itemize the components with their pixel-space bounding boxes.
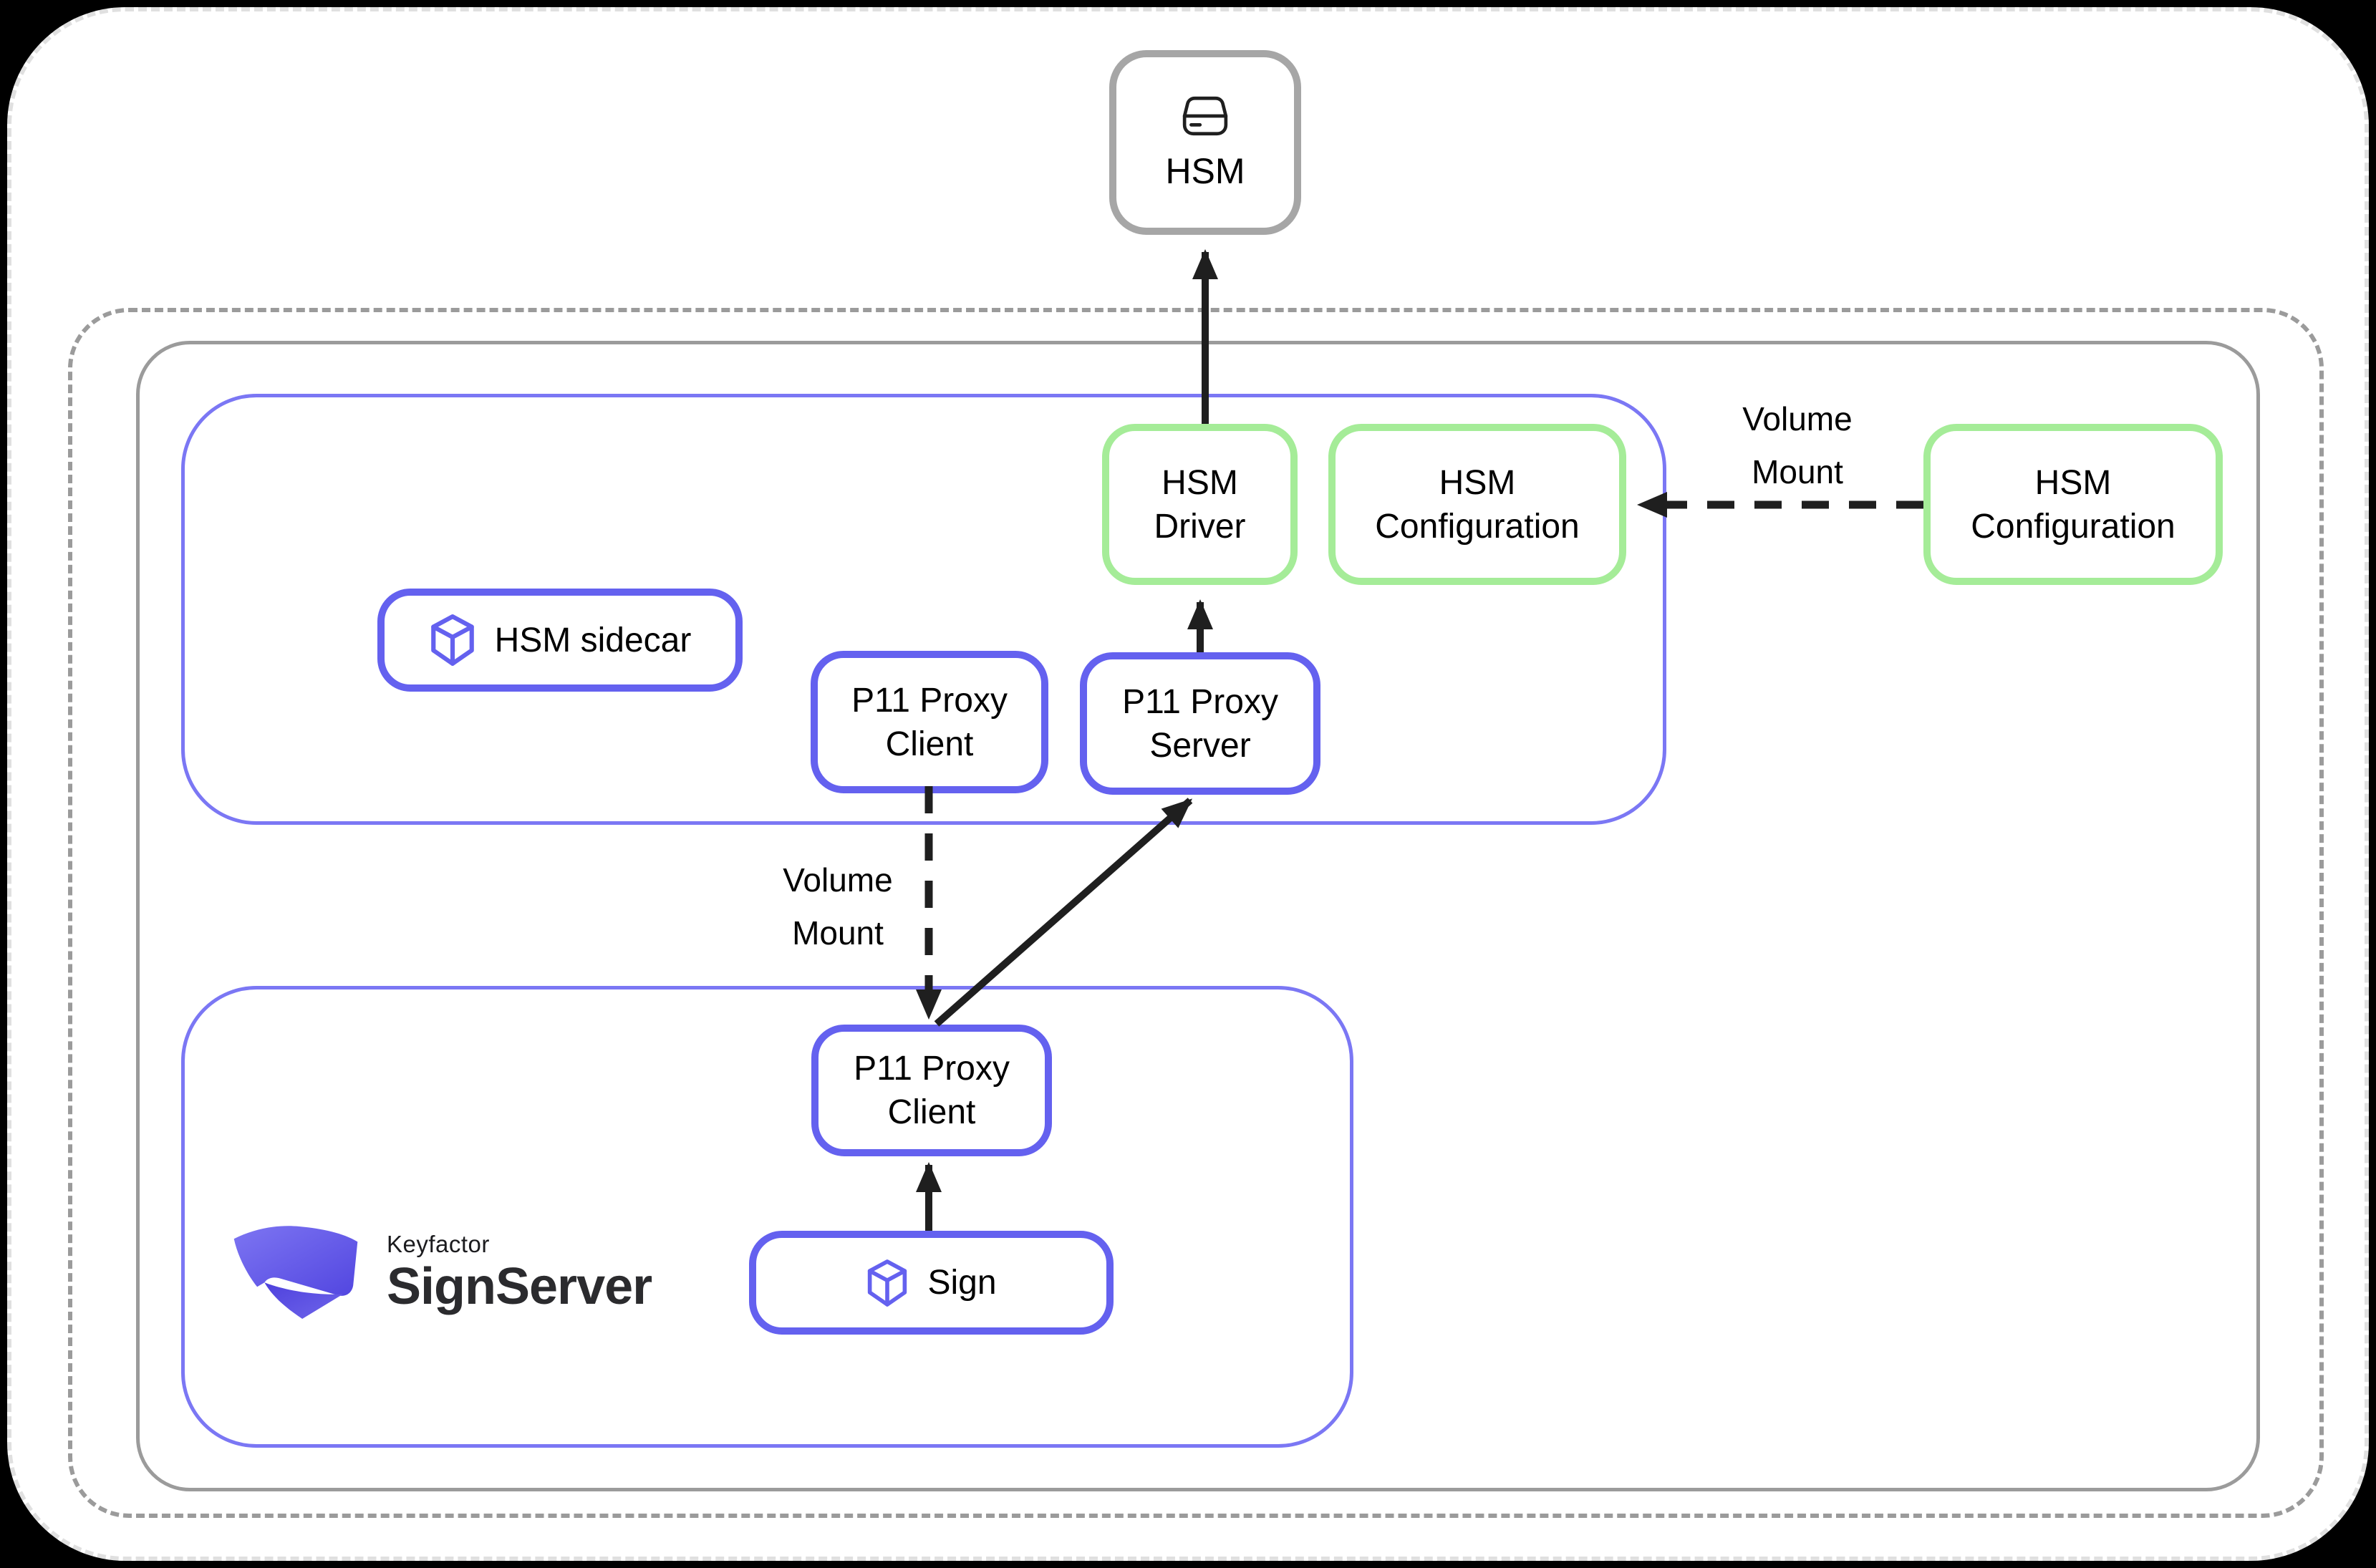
- hsm-config-internal-line2: Configuration: [1375, 507, 1580, 546]
- p11-proxy-client-bottom-line1: P11 Proxy: [854, 1050, 1010, 1088]
- sign-node-label: Sign: [927, 1264, 997, 1302]
- p11-proxy-server-node: P11 Proxy Server: [1080, 652, 1320, 795]
- hsm-sidecar-pod-container: [181, 394, 1666, 825]
- hsm-sidecar-label: HSM sidecar: [494, 621, 692, 659]
- hsm-node: HSM: [1109, 50, 1301, 235]
- logo-product: SignServer: [387, 1258, 652, 1315]
- logo-text: Keyfactor SignServer: [387, 1226, 652, 1315]
- p11-proxy-client-top-line1: P11 Proxy: [851, 681, 1008, 720]
- p11-proxy-client-top-node: P11 Proxy Client: [811, 651, 1048, 793]
- host-boundary-dashed: [68, 308, 2324, 1518]
- sign-node: Sign: [749, 1231, 1114, 1335]
- hard-drive-icon: [1177, 92, 1233, 140]
- volume-mount-label-internal: Volume Mount: [709, 853, 967, 959]
- hsm-config-internal-node: HSM Configuration: [1328, 424, 1626, 585]
- keyfactor-flag-icon: [232, 1226, 359, 1320]
- keyfactor-signserver-logo: Keyfactor SignServer: [232, 1226, 652, 1320]
- volume-mount-external-line1: Volume: [1742, 400, 1853, 437]
- volume-mount-internal-line2: Mount: [792, 914, 884, 952]
- signserver-pod-container: [181, 986, 1353, 1448]
- hsm-config-internal-line1: HSM: [1439, 463, 1516, 502]
- volume-mount-internal-line1: Volume: [783, 861, 893, 899]
- hsm-config-external-line1: HSM: [2034, 463, 2112, 502]
- hsm-sidecar-node: HSM sidecar: [377, 589, 743, 692]
- hsm-driver-line2: Driver: [1154, 507, 1246, 546]
- logo-brand: Keyfactor: [387, 1231, 490, 1257]
- hsm-config-external-line2: Configuration: [1971, 507, 2175, 546]
- cluster-boundary-solid: [136, 341, 2260, 1491]
- hsm-node-label: HSM: [1165, 150, 1245, 191]
- cube-icon: [429, 614, 476, 667]
- p11-proxy-client-top-line2: Client: [885, 725, 974, 763]
- hsm-driver-line1: HSM: [1162, 463, 1238, 502]
- p11-proxy-client-bottom-line2: Client: [887, 1093, 976, 1131]
- cube-icon: [866, 1259, 909, 1307]
- p11-proxy-client-bottom-node: P11 Proxy Client: [811, 1025, 1052, 1156]
- volume-mount-external-line2: Mount: [1752, 453, 1843, 490]
- volume-mount-label-external: Volume Mount: [1668, 392, 1926, 498]
- p11-proxy-server-line2: Server: [1149, 726, 1251, 765]
- hsm-driver-node: HSM Driver: [1102, 424, 1298, 585]
- p11-proxy-server-line1: P11 Proxy: [1122, 682, 1278, 721]
- hsm-config-external-node: HSM Configuration: [1923, 424, 2223, 585]
